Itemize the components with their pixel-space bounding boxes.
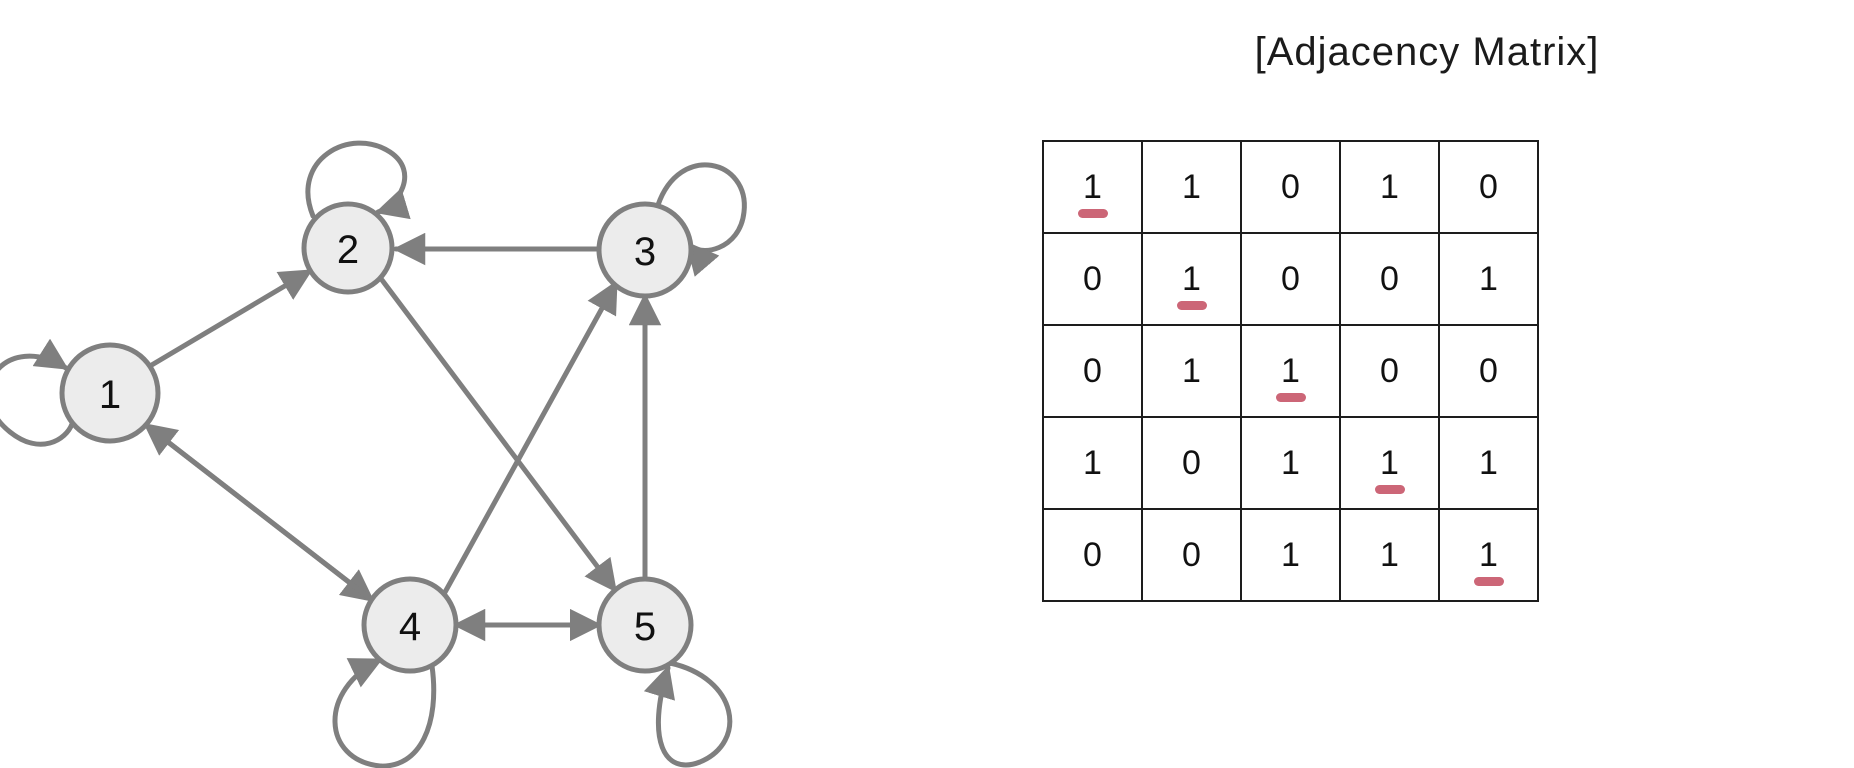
matrix-panel: [Adjacency Matrix] 1 1 0 1 xyxy=(1000,0,1854,768)
graph-node-1-label: 1 xyxy=(99,373,121,417)
self-loop-3 xyxy=(655,162,747,277)
self-loop-1 xyxy=(0,338,75,447)
matrix-cell-value: 1 xyxy=(1281,352,1300,390)
matrix-cell-value: 0 xyxy=(1479,352,1498,390)
node-layer: 1 2 3 4 5 xyxy=(59,201,694,674)
matrix-cell-4-3[interactable]: 1 xyxy=(1240,416,1341,510)
matrix-cell-value: 0 xyxy=(1479,168,1498,206)
matrix-cell-2-1[interactable]: 0 xyxy=(1042,232,1143,326)
matrix-cell-3-5[interactable]: 0 xyxy=(1438,324,1539,418)
matrix-cell-value: 1 xyxy=(1083,444,1102,482)
matrix-cell-3-4[interactable]: 0 xyxy=(1339,324,1440,418)
matrix-cell-value: 0 xyxy=(1281,260,1300,298)
matrix-cell-1-1[interactable]: 1 xyxy=(1042,140,1143,234)
graph-panel: 1 2 3 4 5 xyxy=(0,0,900,768)
edge-4-to-3 xyxy=(441,280,619,597)
matrix-cell-value: 1 xyxy=(1479,444,1498,482)
matrix-cell-value: 1 xyxy=(1380,444,1399,482)
matrix-cell-5-3[interactable]: 1 xyxy=(1240,508,1341,602)
matrix-cell-4-4[interactable]: 1 xyxy=(1339,416,1440,510)
matrix-cell-value: 1 xyxy=(1182,352,1201,390)
matrix-cell-2-2[interactable]: 1 xyxy=(1141,232,1242,326)
matrix-cell-value: 0 xyxy=(1083,536,1102,574)
self-loop-5 xyxy=(643,660,733,768)
graph-node-4[interactable]: 4 xyxy=(361,576,459,674)
matrix-cell-4-5[interactable]: 1 xyxy=(1438,416,1539,510)
graph-node-5-label: 5 xyxy=(634,605,656,649)
matrix-row: 0 0 1 1 1 xyxy=(1042,508,1539,602)
matrix-cell-value: 0 xyxy=(1083,352,1102,390)
graph-svg: 1 2 3 4 5 xyxy=(0,140,747,768)
matrix-cell-value: 0 xyxy=(1380,352,1399,390)
matrix-cell-4-2[interactable]: 0 xyxy=(1141,416,1242,510)
matrix-cell-1-2[interactable]: 1 xyxy=(1141,140,1242,234)
matrix-cell-1-4[interactable]: 1 xyxy=(1339,140,1440,234)
matrix-cell-3-1[interactable]: 0 xyxy=(1042,324,1143,418)
matrix-cell-5-1[interactable]: 0 xyxy=(1042,508,1143,602)
matrix-cell-value: 1 xyxy=(1479,536,1498,574)
matrix-cell-2-4[interactable]: 0 xyxy=(1339,232,1440,326)
edge-layer xyxy=(0,140,747,768)
adjacency-matrix-table: 1 1 0 1 0 xyxy=(1042,140,1539,602)
matrix-cell-4-1[interactable]: 1 xyxy=(1042,416,1143,510)
matrix-cell-value: 1 xyxy=(1281,536,1300,574)
matrix-cell-value: 0 xyxy=(1083,260,1102,298)
edge-1-to-2 xyxy=(147,268,313,369)
matrix-cell-5-4[interactable]: 1 xyxy=(1339,508,1440,602)
matrix-cell-value: 0 xyxy=(1182,444,1201,482)
matrix-row: 1 0 1 1 1 xyxy=(1042,416,1539,510)
matrix-row: 1 1 0 1 0 xyxy=(1042,140,1539,234)
matrix-row: 0 1 1 0 0 xyxy=(1042,324,1539,418)
graph-node-2[interactable]: 2 xyxy=(301,201,395,295)
matrix-cell-1-5[interactable]: 0 xyxy=(1438,140,1539,234)
matrix-cell-1-3[interactable]: 0 xyxy=(1240,140,1341,234)
graph-node-3[interactable]: 3 xyxy=(596,201,694,299)
graph-node-5[interactable]: 5 xyxy=(596,576,694,674)
matrix-cell-value: 1 xyxy=(1380,168,1399,206)
graph-node-3-label: 3 xyxy=(634,230,656,274)
matrix-row: 0 1 0 0 1 xyxy=(1042,232,1539,326)
matrix-cell-value: 0 xyxy=(1380,260,1399,298)
graph-node-1[interactable]: 1 xyxy=(59,342,161,444)
matrix-cell-5-5[interactable]: 1 xyxy=(1438,508,1539,602)
matrix-cell-2-3[interactable]: 0 xyxy=(1240,232,1341,326)
diagonal-underline-mark xyxy=(1374,485,1405,494)
self-loop-4 xyxy=(332,657,437,768)
matrix-cell-5-2[interactable]: 0 xyxy=(1141,508,1242,602)
matrix-cell-value: 1 xyxy=(1380,536,1399,574)
matrix-cell-value: 0 xyxy=(1281,168,1300,206)
matrix-cell-value: 1 xyxy=(1281,444,1300,482)
matrix-cell-3-2[interactable]: 1 xyxy=(1141,324,1242,418)
diagonal-underline-mark xyxy=(1077,209,1108,218)
diagonal-underline-mark xyxy=(1275,393,1306,402)
matrix-cell-value: 1 xyxy=(1182,168,1201,206)
matrix-cell-value: 1 xyxy=(1083,168,1102,206)
diagonal-underline-mark xyxy=(1176,301,1207,310)
graph-node-2-label: 2 xyxy=(337,228,359,272)
matrix-cell-3-3[interactable]: 1 xyxy=(1240,324,1341,418)
matrix-cell-value: 1 xyxy=(1479,260,1498,298)
graph-node-4-label: 4 xyxy=(399,605,421,649)
matrix-cell-value: 1 xyxy=(1182,260,1201,298)
matrix-title: [Adjacency Matrix] xyxy=(1254,30,1600,74)
edge-2-to-5 xyxy=(379,277,618,593)
diagonal-underline-mark xyxy=(1473,577,1504,586)
matrix-cell-2-5[interactable]: 1 xyxy=(1438,232,1539,326)
edge-4-to-1 xyxy=(143,422,375,603)
matrix-cell-value: 0 xyxy=(1182,536,1201,574)
self-loop-2 xyxy=(305,140,411,220)
